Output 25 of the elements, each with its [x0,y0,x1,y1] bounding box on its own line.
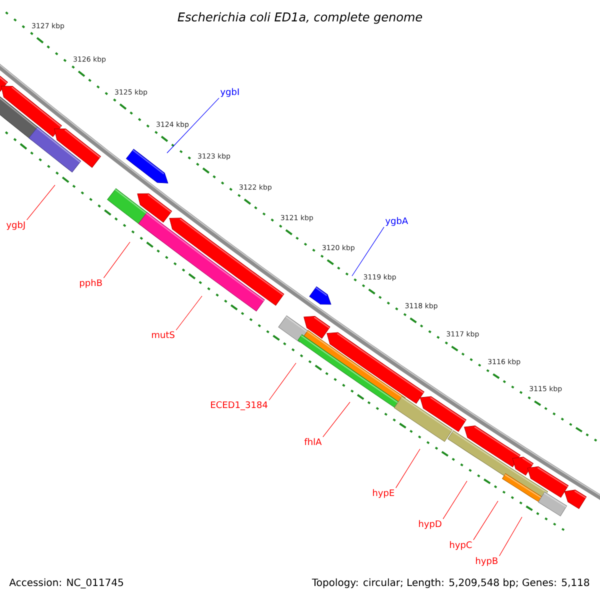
gene-label: hypD [419,520,442,529]
leader-line [442,480,468,520]
gene-label: mutS [152,331,174,338]
gene-label: hypE [373,489,394,498]
leader-line [396,448,420,488]
gene-label: ygbA [385,217,408,226]
leader-line [322,402,350,438]
gene-label: ygbI [220,88,239,97]
leader-line [352,226,384,276]
footer-text: Topology: circular; Length: 5,209,548 bp; Genes: 5,118 [312,578,590,588]
footer-text: Accession: NC_011745 [9,578,124,588]
gene-label: fhlA [304,438,322,445]
gene-label: pphB [80,279,102,288]
leader-line [473,500,498,540]
leader-line [268,362,296,400]
gene-label: hypB [476,557,498,566]
gene-label: hypC [450,541,472,550]
gene-label: ygbJ [6,221,25,230]
leader-line [166,98,220,154]
leader-line [176,296,202,330]
title: Escherichia coli ED1a, complete genome [178,12,422,24]
leader-line [26,184,56,220]
leader-line [103,242,130,278]
gene-label: ECED1_3184 [211,401,268,410]
leader-line [499,516,522,556]
